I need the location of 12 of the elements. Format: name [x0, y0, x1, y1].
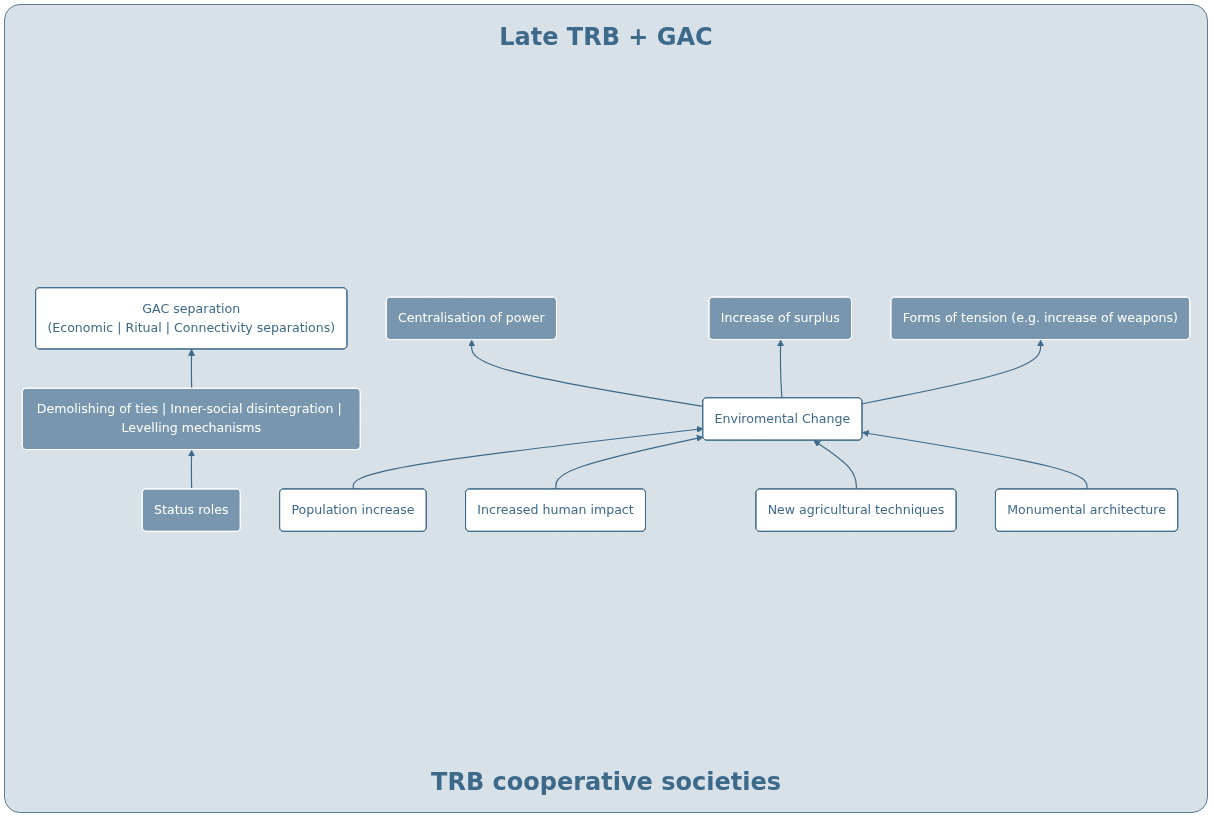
background-panel: Late TRB + GAC GAC separation (Economic | Ritual | Connectivity separations) Demolishing of ties | Inner-social disintegration | Levelling mechanisms Status roles Centralisation of power Increase of surplus Forms of tension (e.g. increase of weapons) Enviromental Change Population increase Increased human impact New agricultural techniques Monumental architecture TRB cooperative societies — [4, 4, 1208, 813]
arrow — [862, 430, 1088, 490]
arrow — [555, 434, 704, 490]
arrow — [188, 349, 195, 390]
arrow — [861, 339, 1045, 405]
diagram-caption: TRB cooperative societies — [431, 768, 781, 796]
arrow — [813, 440, 857, 490]
arrow — [777, 339, 784, 399]
arrow — [188, 449, 195, 490]
arrow — [468, 339, 704, 408]
diagram-title: Late TRB + GAC — [499, 23, 713, 51]
arrow — [352, 425, 704, 490]
